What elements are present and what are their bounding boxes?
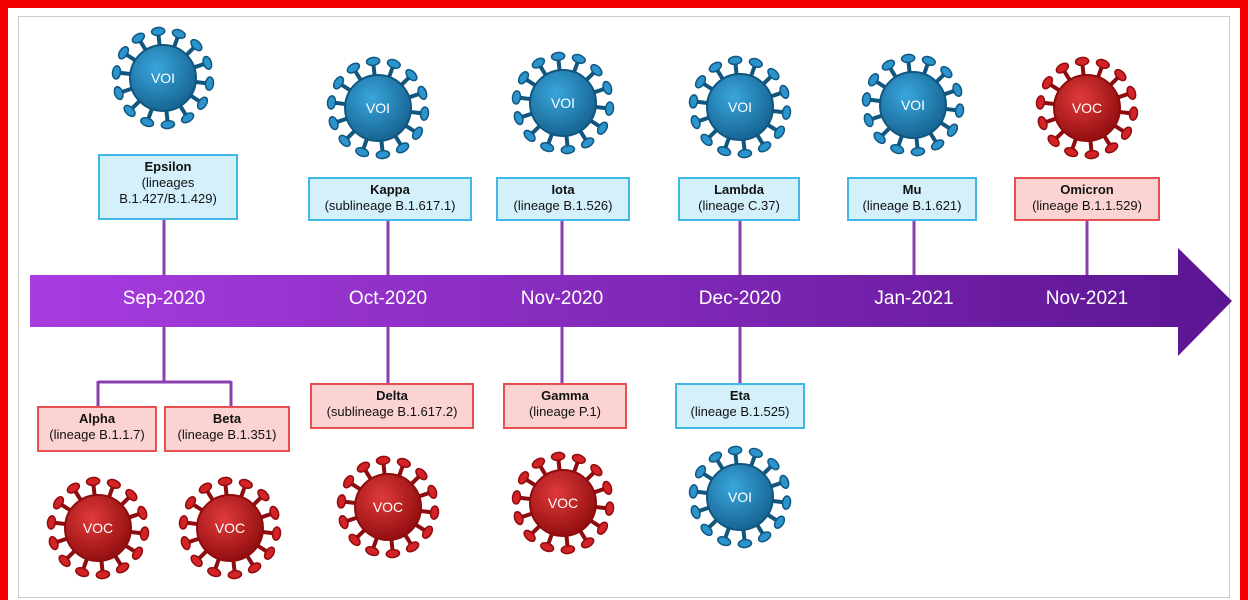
variant-lineage: (lineage B.1.526) — [513, 198, 613, 213]
date-label: Nov-2020 — [520, 288, 604, 309]
variant-name: Kappa — [370, 182, 410, 197]
variant-label-lambda: Lambda (lineage C.37) — [678, 177, 800, 221]
variant-lineage: (lineage B.1.1.7) — [49, 427, 145, 442]
voi-virus-icon-iota: VOI — [511, 51, 615, 155]
virus-label: VOC — [83, 520, 113, 536]
variant-lineage: (lineage B.1.351) — [177, 427, 277, 442]
virus-label: VOI — [901, 97, 925, 113]
date-label: Jan-2021 — [874, 288, 954, 309]
voi-virus-icon-mu: VOI — [861, 53, 965, 157]
voc-virus-icon-alpha: VOC — [46, 476, 150, 580]
variant-name: Iota — [551, 182, 575, 197]
variant-name: Eta — [729, 388, 751, 403]
virus-label: VOC — [215, 520, 245, 536]
variant-name: Epsilon — [144, 159, 192, 174]
virus-label: VOI — [728, 489, 752, 505]
variant-lineage: (lineage C.37) — [698, 198, 780, 213]
virus-label: VOI — [366, 100, 390, 116]
variant-label-epsilon: Epsilon (lineages B.1.427/B.1.429) — [98, 154, 238, 220]
virus-label: VOI — [151, 70, 175, 86]
virus-label: VOC — [548, 495, 578, 511]
virus-label: VOI — [551, 95, 575, 111]
voc-virus-icon-beta: VOC — [178, 476, 282, 580]
variant-label-iota: Iota (lineage B.1.526) — [496, 177, 630, 221]
variant-lineage: (sublineage B.1.617.1) — [324, 198, 456, 213]
variant-lineage: (sublineage B.1.617.2) — [326, 404, 458, 419]
variant-label-eta: Eta (lineage B.1.525) — [675, 383, 805, 429]
voc-virus-icon-omicron: VOC — [1035, 56, 1139, 160]
variant-name: Beta — [212, 411, 242, 426]
variant-name: Gamma — [541, 388, 589, 403]
variant-name: Lambda — [714, 182, 764, 197]
voi-virus-icon-kappa: VOI — [326, 56, 430, 160]
voc-virus-icon-delta: VOC — [336, 455, 440, 559]
date-label: Nov-2021 — [1045, 288, 1129, 309]
date-label: Sep-2020 — [122, 288, 206, 309]
date-label: Oct-2020 — [348, 288, 428, 309]
virus-label: VOC — [1072, 100, 1102, 116]
variant-label-kappa: Kappa (sublineage B.1.617.1) — [308, 177, 472, 221]
variant-name: Delta — [376, 388, 408, 403]
variant-label-delta: Delta (sublineage B.1.617.2) — [310, 383, 474, 429]
timeline-arrow — [30, 248, 1232, 356]
variant-lineage: (lineage B.1.525) — [690, 404, 790, 419]
variant-lineage: B.1.427/B.1.429) — [119, 191, 217, 206]
variant-name: Omicron — [1060, 182, 1114, 197]
voi-virus-icon-eta: VOI — [688, 445, 792, 549]
variant-label-omicron: Omicron (lineage B.1.1.529) — [1014, 177, 1160, 221]
virus-label: VOI — [728, 99, 752, 115]
voc-virus-icon-gamma: VOC — [511, 451, 615, 555]
diagram-canvas — [18, 16, 1230, 598]
variant-label-gamma: Gamma (lineage P.1) — [503, 383, 627, 429]
variant-label-alpha: Alpha (lineage B.1.1.7) — [37, 406, 157, 452]
virus-label: VOC — [373, 499, 403, 515]
variant-name: Mu — [902, 182, 922, 197]
variant-name: Alpha — [78, 411, 116, 426]
variant-lineage: (lineage B.1.1.529) — [1032, 198, 1142, 213]
voi-virus-icon-lambda: VOI — [688, 55, 792, 159]
variant-label-mu: Mu (lineage B.1.621) — [847, 177, 977, 221]
voi-virus-icon-epsilon: VOI — [111, 26, 215, 130]
date-label: Dec-2020 — [698, 288, 782, 309]
variant-lineage: (lineage P.1) — [528, 404, 602, 419]
variant-lineage: (lineages — [141, 175, 195, 190]
variant-lineage: (lineage B.1.621) — [862, 198, 962, 213]
variant-label-beta: Beta (lineage B.1.351) — [164, 406, 290, 452]
